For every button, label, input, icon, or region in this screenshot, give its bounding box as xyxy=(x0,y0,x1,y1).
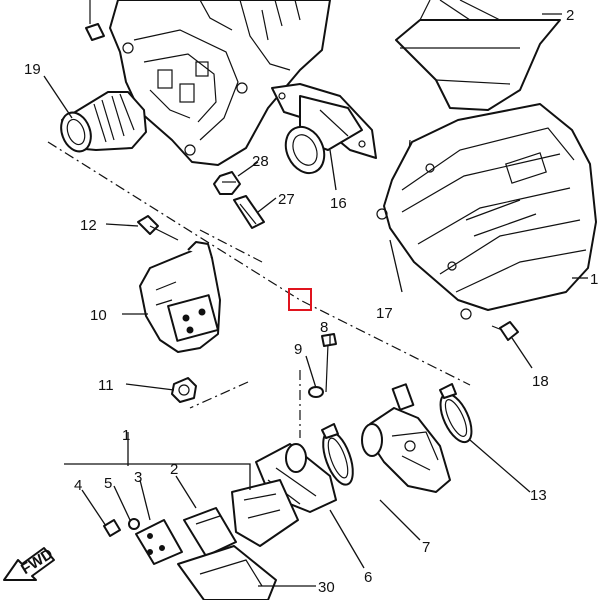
screw-18 xyxy=(491,321,519,341)
air-box-housing xyxy=(109,0,331,166)
carburetor xyxy=(361,383,451,493)
manifold-boot xyxy=(271,83,377,175)
washer-9 xyxy=(308,386,324,398)
label-2-top-right: 2 xyxy=(566,7,574,24)
cover-10 xyxy=(139,241,221,353)
clip-27 xyxy=(233,195,265,229)
label-19: 19 xyxy=(24,61,41,78)
label-6: 6 xyxy=(364,569,372,586)
bolt-8 xyxy=(321,333,337,393)
label-16: 16 xyxy=(330,195,347,212)
label-5: 5 xyxy=(104,475,112,492)
intake-boot xyxy=(60,91,147,153)
leader-lines xyxy=(43,13,588,587)
label-8: 8 xyxy=(320,319,328,336)
bolt-top-left xyxy=(85,0,105,41)
clamp-6 xyxy=(321,423,354,486)
part-number-labels: 19 28 27 16 17 18 12 10 11 8 9 13 7 6 30… xyxy=(24,7,598,596)
gasket-30 xyxy=(177,545,277,600)
label-28: 28 xyxy=(252,153,269,170)
clamp-13 xyxy=(439,383,473,444)
screw-4 xyxy=(103,518,140,537)
label-30: 30 xyxy=(318,579,335,596)
top-tray-part xyxy=(395,0,561,111)
label-1: 1 xyxy=(122,427,130,444)
label-4: 4 xyxy=(74,477,82,494)
label-1-right-edge: 1 xyxy=(590,271,598,288)
label-18: 18 xyxy=(532,373,549,390)
label-13: 13 xyxy=(530,487,547,504)
label-2: 2 xyxy=(170,461,178,478)
label-10: 10 xyxy=(90,307,107,324)
label-17: 17 xyxy=(376,305,393,322)
label-9: 9 xyxy=(294,341,302,358)
bolt-12 xyxy=(137,215,179,241)
nut-28 xyxy=(213,171,241,195)
mount-11 xyxy=(171,377,197,403)
label-3: 3 xyxy=(134,469,142,486)
reed-plate-5 xyxy=(135,519,183,565)
label-27: 27 xyxy=(278,191,295,208)
label-7: 7 xyxy=(422,539,430,556)
label-12: 12 xyxy=(80,217,97,234)
filter-case xyxy=(376,103,597,320)
forward-arrow-icon: FWD xyxy=(3,545,56,581)
label-11: 11 xyxy=(98,377,114,394)
reed-valve-assembly xyxy=(183,479,299,557)
highlight-marker xyxy=(288,288,312,311)
